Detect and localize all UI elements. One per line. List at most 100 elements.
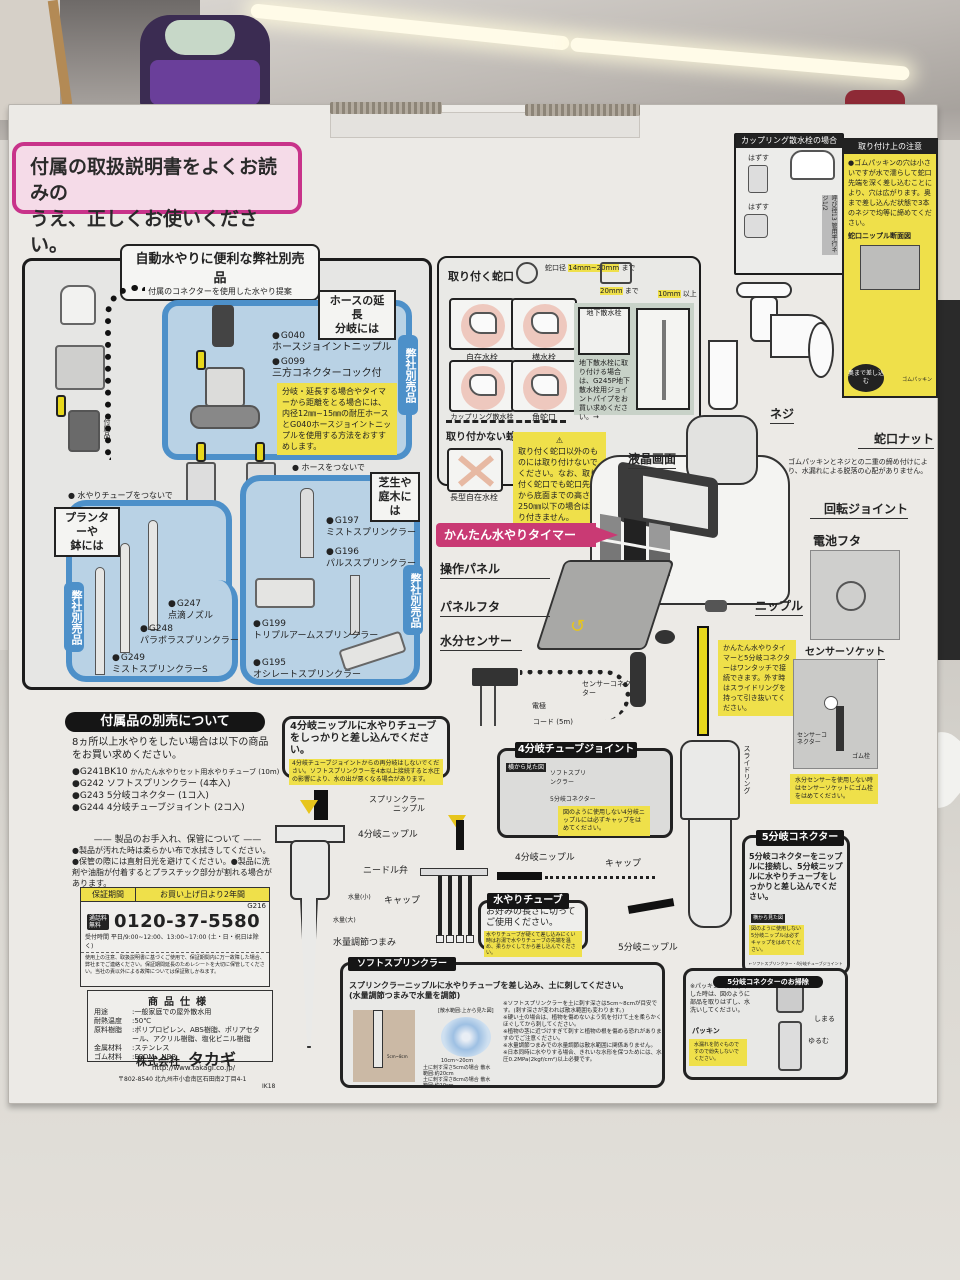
cardboard-edge [525, 104, 640, 116]
product-name: ミストスプリンクラーS [112, 665, 208, 675]
soft-sprinkler-line1: スプリンクラーニップルに水やりチューブを差し込み、土に刺してください。 [349, 981, 629, 990]
label-five-nipple: 5分岐ニップル [618, 943, 678, 953]
joint-stem-drawing [448, 876, 452, 938]
product-g199: G199 トリプルアームスプリンクラー [253, 618, 378, 642]
separate-sale-list: ●G241BK10 かんたん水やりセット用水やりチューブ (10m) ●G242… [72, 766, 282, 814]
faucet-type-coupling-icon [449, 360, 515, 412]
company-name: 株式会社 タカギ [136, 1046, 236, 1070]
product-g099: G099 三方コネクターコック付 [272, 356, 382, 380]
soft-sprinkler-title: ソフトスプリンクラー [348, 957, 456, 971]
product-g249: G249 ミストスプリンクラーS [112, 652, 208, 676]
underground-title: 地下散水栓 [586, 309, 622, 317]
hose-nipple-drawing [212, 305, 234, 347]
install-notes-panel: 取り付け上の注意 ●ゴムパッキンの穴は小さいですが水で濡らして蛇口先端を深く差し… [842, 138, 938, 398]
label-sensor-socket: センサーソケット [805, 643, 885, 660]
coupling-part-drawing [748, 165, 768, 193]
warranty-box: 保証期間 お買い上げ日より2年間 G216 通話料無料 0120-37-5580… [80, 887, 270, 987]
four-way-joint-panel: 横から見た図 ソフトスプリンクラー 5分岐コネクター 図のように使用しない4分岐… [497, 748, 673, 838]
product-g196: G196 パルススプリンクラー [326, 546, 416, 570]
nipple-diagram-title: 蛇口ニップル断面図 [848, 232, 911, 240]
phone-row: 通話料無料 0120-37-5580 [81, 911, 269, 932]
warning-icon: ⚠ [555, 436, 564, 445]
cleaning-body-drawing [778, 1021, 802, 1071]
planter-label-line1: プランターや [65, 511, 109, 538]
tube-heading: ● 水やりチューブをつないで [68, 491, 173, 500]
separate-sale-item: ●G241BK10 かんたん水やりセット用水やりチューブ (10m) [72, 767, 280, 777]
underground-note: 地下散水栓に取り付ける場合は、G245P地下散水栓用ジョイントパイプをお買い求め… [579, 359, 631, 421]
company-url[interactable]: http://www.takagi.co.jp/ [152, 1064, 236, 1072]
incompatible-faucets-title: 取り付かない蛇口 [446, 432, 526, 443]
four-way-joint-drawing [420, 868, 488, 876]
planter-zone-ext [168, 580, 238, 682]
label-faucet-nut: 蛇口ナット [858, 430, 934, 449]
product-code: G040 [272, 331, 305, 341]
box-flap [330, 112, 640, 138]
cardboard-edge [330, 102, 442, 114]
separate-sale-title: 付属品の別売について [65, 712, 265, 732]
sensor-cord-drawing [520, 670, 630, 720]
label-moisture-sensor: 水分センサー [440, 632, 522, 651]
support-hours: 受付時間 平日/9:00~12:00、13:00~17:00 (土・日・祝日は除… [85, 934, 259, 950]
faucet-nut-drawing [686, 415, 758, 485]
double-arrow-icon [196, 350, 206, 370]
install-notes-title: 取り付け上の注意 [844, 140, 936, 154]
separate-sale-item: ●G243 5分岐コネクター (1コ入) [72, 791, 209, 801]
tube-title: 水やりチューブ [487, 893, 569, 909]
separate-sale-tag: 弊社別売品 [64, 582, 84, 652]
sprinkler-body-drawing [290, 840, 330, 900]
install-notes-text: ●ゴムパッキンの穴は小さいですが水で濡らして蛇口先端を深く差し込むことにより、穴… [848, 159, 932, 227]
five-way-connector-body-drawing [688, 818, 732, 928]
cap-drawing [456, 935, 464, 943]
lawn-label-line2: 庭木には [378, 490, 412, 517]
faucet-type-square-icon [511, 360, 577, 412]
separate-sale-item: ●G244 4分岐チューブジョイント (2コ入) [72, 803, 245, 813]
label-tighten: しまる [814, 1015, 835, 1023]
product-name: ホースジョイントニップル [272, 342, 392, 353]
label-battery-cover: 電池フタ [813, 532, 862, 551]
hose-note: 分岐・延長する場合やタイマーから距離をとる場合には、内径12㎜~15㎜の耐圧ホー… [277, 383, 397, 455]
depth-5cm-note: 土に刺す深さ5cmの場合 散水範囲:約20cm [423, 1065, 491, 1077]
caution-banner: 付属の取扱説明書をよくお読みの うえ、正しくお使いください。 [12, 142, 302, 256]
spec-key: 原料樹脂 [94, 1026, 122, 1034]
warranty-value: お買い上げ日より2年間 [136, 888, 269, 901]
triple-arm-sprinkler-drawing [255, 578, 315, 608]
spike-drawing [95, 567, 105, 675]
product-code: G248 [140, 624, 173, 634]
product-g195: G195 オシレートスプリンクラー [253, 657, 361, 681]
toll-free-badge: 通話料無料 [87, 913, 110, 930]
product-code: G195 [253, 658, 286, 668]
warranty-row: 保証期間 お買い上げ日より2年間 [81, 888, 269, 902]
onetouch-note: かんたん水やりタイマーと5分岐コネクターはワンタッチで接続できます。外す時はスラ… [718, 640, 796, 716]
four-way-bubble: 4分岐ニップルに水やりチューブをしっかりと差し込んでください。 4分岐チューブジ… [282, 716, 450, 785]
label-rotary-joint: 回転ジョイント [810, 500, 908, 519]
dotted-route [105, 285, 145, 460]
care-title: —— 製品のお手入れ、保管について —— [93, 835, 262, 845]
product-name: パルススプリンクラー [326, 559, 417, 569]
spec-key: ゴム材料 [94, 1053, 122, 1061]
product-name: 三方コネクターコック付 [272, 368, 382, 379]
soft-sprinkler-note: ※ソフトスプリンクラーを土に刺す深さは5cm~8cmが目安です。(刺す深さが変わ… [503, 1001, 657, 1014]
pulse-sprinkler-drawing [350, 575, 360, 635]
spike-drawing [148, 520, 158, 630]
sensor-socket-drawing: センサーコネクター ゴム栓 [793, 659, 878, 769]
faucet-nut-note: ゴムパッキンとネジとの二重の締め付けにより、水漏れによる脱落の心配がありません。 [788, 458, 928, 475]
spec-row: 原料樹脂 :ポリプロピレン、ABS樹脂、ポリアセタール、アクリル樹脂、塩化ビニル樹… [94, 1026, 266, 1044]
incompatible-faucet-icon [447, 448, 503, 492]
specs-title: 商品仕様 [148, 997, 212, 1008]
joint-stem-drawing [468, 876, 472, 938]
side-view-tag: 横から見た図 [506, 763, 547, 772]
label-needle-valve: ニードル弁 [363, 866, 409, 876]
joint-pipe-drawing [636, 308, 690, 410]
backpack [140, 15, 270, 110]
label-cord: コード (5m) [533, 718, 573, 726]
incompatible-faucet-label: 長型自在水栓 [450, 493, 498, 502]
product-name: 点滴ノズル [168, 611, 214, 621]
moisture-sensor-drawing [472, 668, 518, 686]
label-panel-cover: パネルフタ [440, 598, 550, 617]
warranty-code: G216 [247, 902, 266, 910]
faucet-spout-drawing [708, 340, 738, 410]
spec-value: :ポリプロピレン、ABS樹脂、ポリアセタール、アクリル樹脂、塩化ビニル樹脂 [132, 1026, 260, 1043]
spec-value: :一般家庭での屋外散水用 [132, 1008, 212, 1016]
caution-line-1: 付属の取扱説明書をよくお読みの [30, 156, 278, 204]
